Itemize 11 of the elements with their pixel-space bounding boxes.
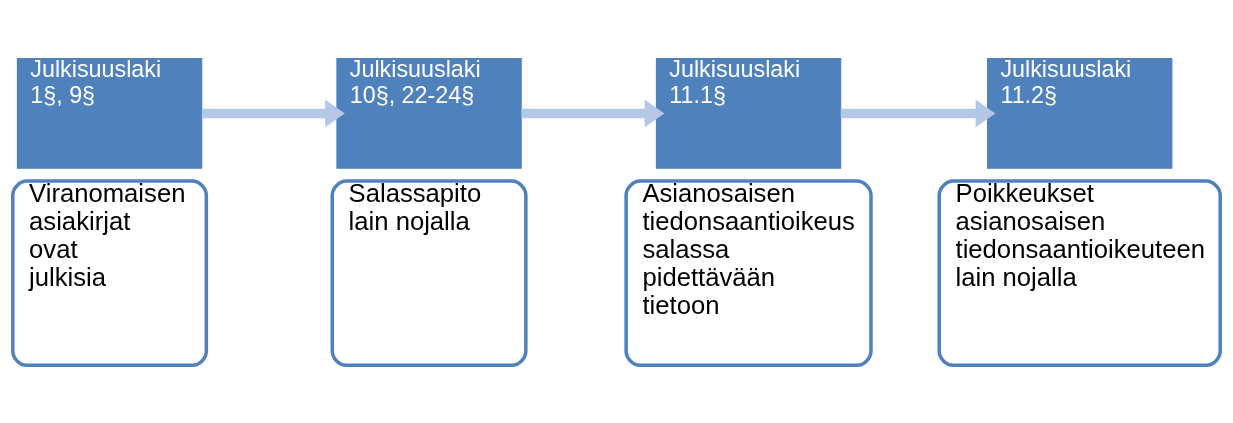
node-box: Julkisuuslaki 11.1§ [655, 57, 842, 169]
node-box: Poikkeukset asianosaisen tiedonsaantioikeuteen lain nojalla [937, 178, 1222, 367]
arrow [840, 99, 996, 127]
node-box: Salassapito lain nojalla [330, 178, 528, 367]
node-box: Julkisuuslaki 10§, 22-24§ [336, 57, 522, 169]
node-box: Asianosaisen tiedonsaantioikeus salassa pidettävään tietoon [624, 178, 873, 367]
node-box: Julkisuuslaki 11.2§ [987, 57, 1173, 169]
arrow [201, 99, 345, 127]
node-box: Julkisuuslaki 1§, 9§ [16, 57, 203, 169]
node-box: Viranomaisen asiakirjat ovat julkisia [11, 178, 209, 367]
arrow [521, 99, 665, 127]
